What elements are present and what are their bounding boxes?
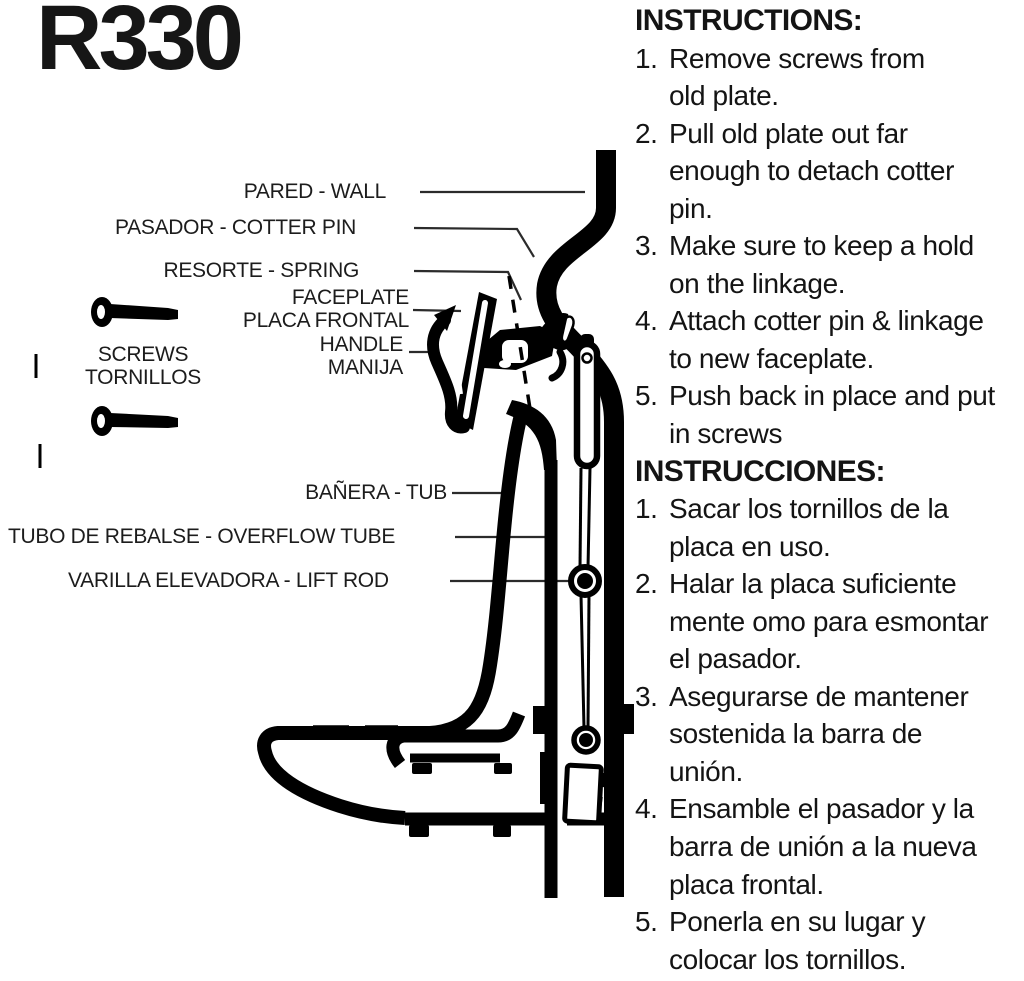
lever-hole [502, 340, 528, 363]
step-number: 4. [635, 305, 658, 337]
step-text: Remove screws from old plate. [669, 42, 925, 112]
step-text: Halar la placa suficiente mente omo para… [669, 568, 989, 675]
instruction-es-2: 2. Halar la placa suficiente mente omo p… [635, 565, 1024, 678]
instruction-en-4: 4. Attach cotter pin & linkage to new fa… [635, 302, 1024, 377]
model-number: R330 [36, 0, 244, 89]
step-text: Sacar los tornillos de la placa en uso. [669, 493, 949, 562]
label-tubo-rebalse-overflow-tube: TUBO DE REBALSE - OVERFLOW TUBE [8, 525, 396, 548]
spring-tail [548, 348, 567, 382]
screw-icon-top [91, 297, 178, 327]
cotter-pin [560, 315, 575, 344]
step-text: Pull old plate out far enough to detach … [669, 117, 955, 224]
leader-cotter-pin [413, 226, 535, 258]
step-text: Make sure to keep a hold on the linkage. [669, 230, 974, 299]
instructions-column: INSTRUCTIONS: 1. Remove screws from old … [635, 2, 1024, 978]
instruction-en-3: 3. Make sure to keep a hold on the linka… [635, 227, 1024, 302]
leader-spring [413, 269, 522, 301]
instructions-heading-es: INSTRUCCIONES: [635, 454, 886, 488]
label-resorte-spring: RESORTE - SPRING [163, 259, 359, 282]
rod-upper-segment [578, 467, 592, 569]
wall-section [536, 150, 624, 897]
instruction-es-5: 5. Ponerla en su lugar y colocar los tor… [635, 903, 1024, 978]
tub-wall [257, 401, 531, 825]
faceplate-assembly [427, 275, 575, 434]
screw-icon-bottom [91, 406, 178, 436]
instruction-en-5: 5. Push back in place and put in screws [635, 377, 1024, 452]
step-text: Ponerla en su lugar y colocar los tornil… [669, 906, 926, 975]
step-text: Attach cotter pin & linkage to new facep… [669, 305, 984, 374]
rod-lower-segment [579, 594, 591, 729]
faceplate-highlight [463, 300, 488, 419]
step-number: 5. [635, 906, 658, 938]
plunger [562, 762, 607, 826]
instruction-en-2: 2. Pull old plate out far enough to deta… [635, 115, 1024, 228]
clevis-hole [581, 352, 593, 364]
instruction-es-4: 4. Ensamble el pasador y la barra de uni… [635, 790, 1024, 903]
middle-joint-ball [577, 573, 593, 589]
instruction-en-1: 1. Remove screws from old plate. [635, 40, 1024, 115]
label-handle-manija: HANDLE MANIJA [319, 333, 404, 379]
label-pasador-cotter-pin: PASADOR - COTTER PIN [115, 216, 356, 239]
step-number: 3. [635, 230, 658, 262]
instruction-es-3: 3. Asegurarse de mantener sostenida la b… [635, 678, 1024, 791]
instruction-es-1: 1. Sacar los tornillos de la placa en us… [635, 490, 1024, 565]
step-number: 2. [635, 117, 658, 149]
lower-joint-ball [579, 733, 593, 747]
step-text: Ensamble el pasador y la barra de unión … [669, 793, 977, 900]
handle-slit [457, 379, 463, 395]
step-number: 1. [635, 493, 658, 525]
step-number: 5. [635, 380, 658, 412]
label-screws-tornillos: SCREWS TORNILLOS [85, 343, 201, 389]
step-text: Asegurarse de mantener sostenida la barr… [669, 680, 969, 787]
step-text: Push back in place and put in screws [669, 380, 995, 450]
step-number: 2. [635, 568, 658, 600]
lift-rod [562, 334, 607, 826]
label-varilla-elevadora-lift-rod: VARILLA ELEVADORA - LIFT ROD [68, 569, 389, 592]
label-faceplate-placa-frontal: FACEPLATE PLACA FRONTAL [242, 286, 409, 332]
step-number: 1. [635, 42, 658, 74]
lift-rod-clevis [573, 340, 601, 470]
tick-marks [34, 354, 42, 468]
instructions-heading-en: INSTRUCTIONS: [635, 4, 863, 37]
leader-lines [409, 190, 585, 583]
label-banera-tub: BAÑERA - TUB [305, 481, 447, 504]
handle-lever [427, 314, 470, 434]
lever-dot [499, 360, 511, 368]
label-pared-wall: PARED - WALL [243, 180, 387, 203]
step-number: 4. [635, 793, 658, 825]
step-number: 3. [635, 680, 658, 712]
